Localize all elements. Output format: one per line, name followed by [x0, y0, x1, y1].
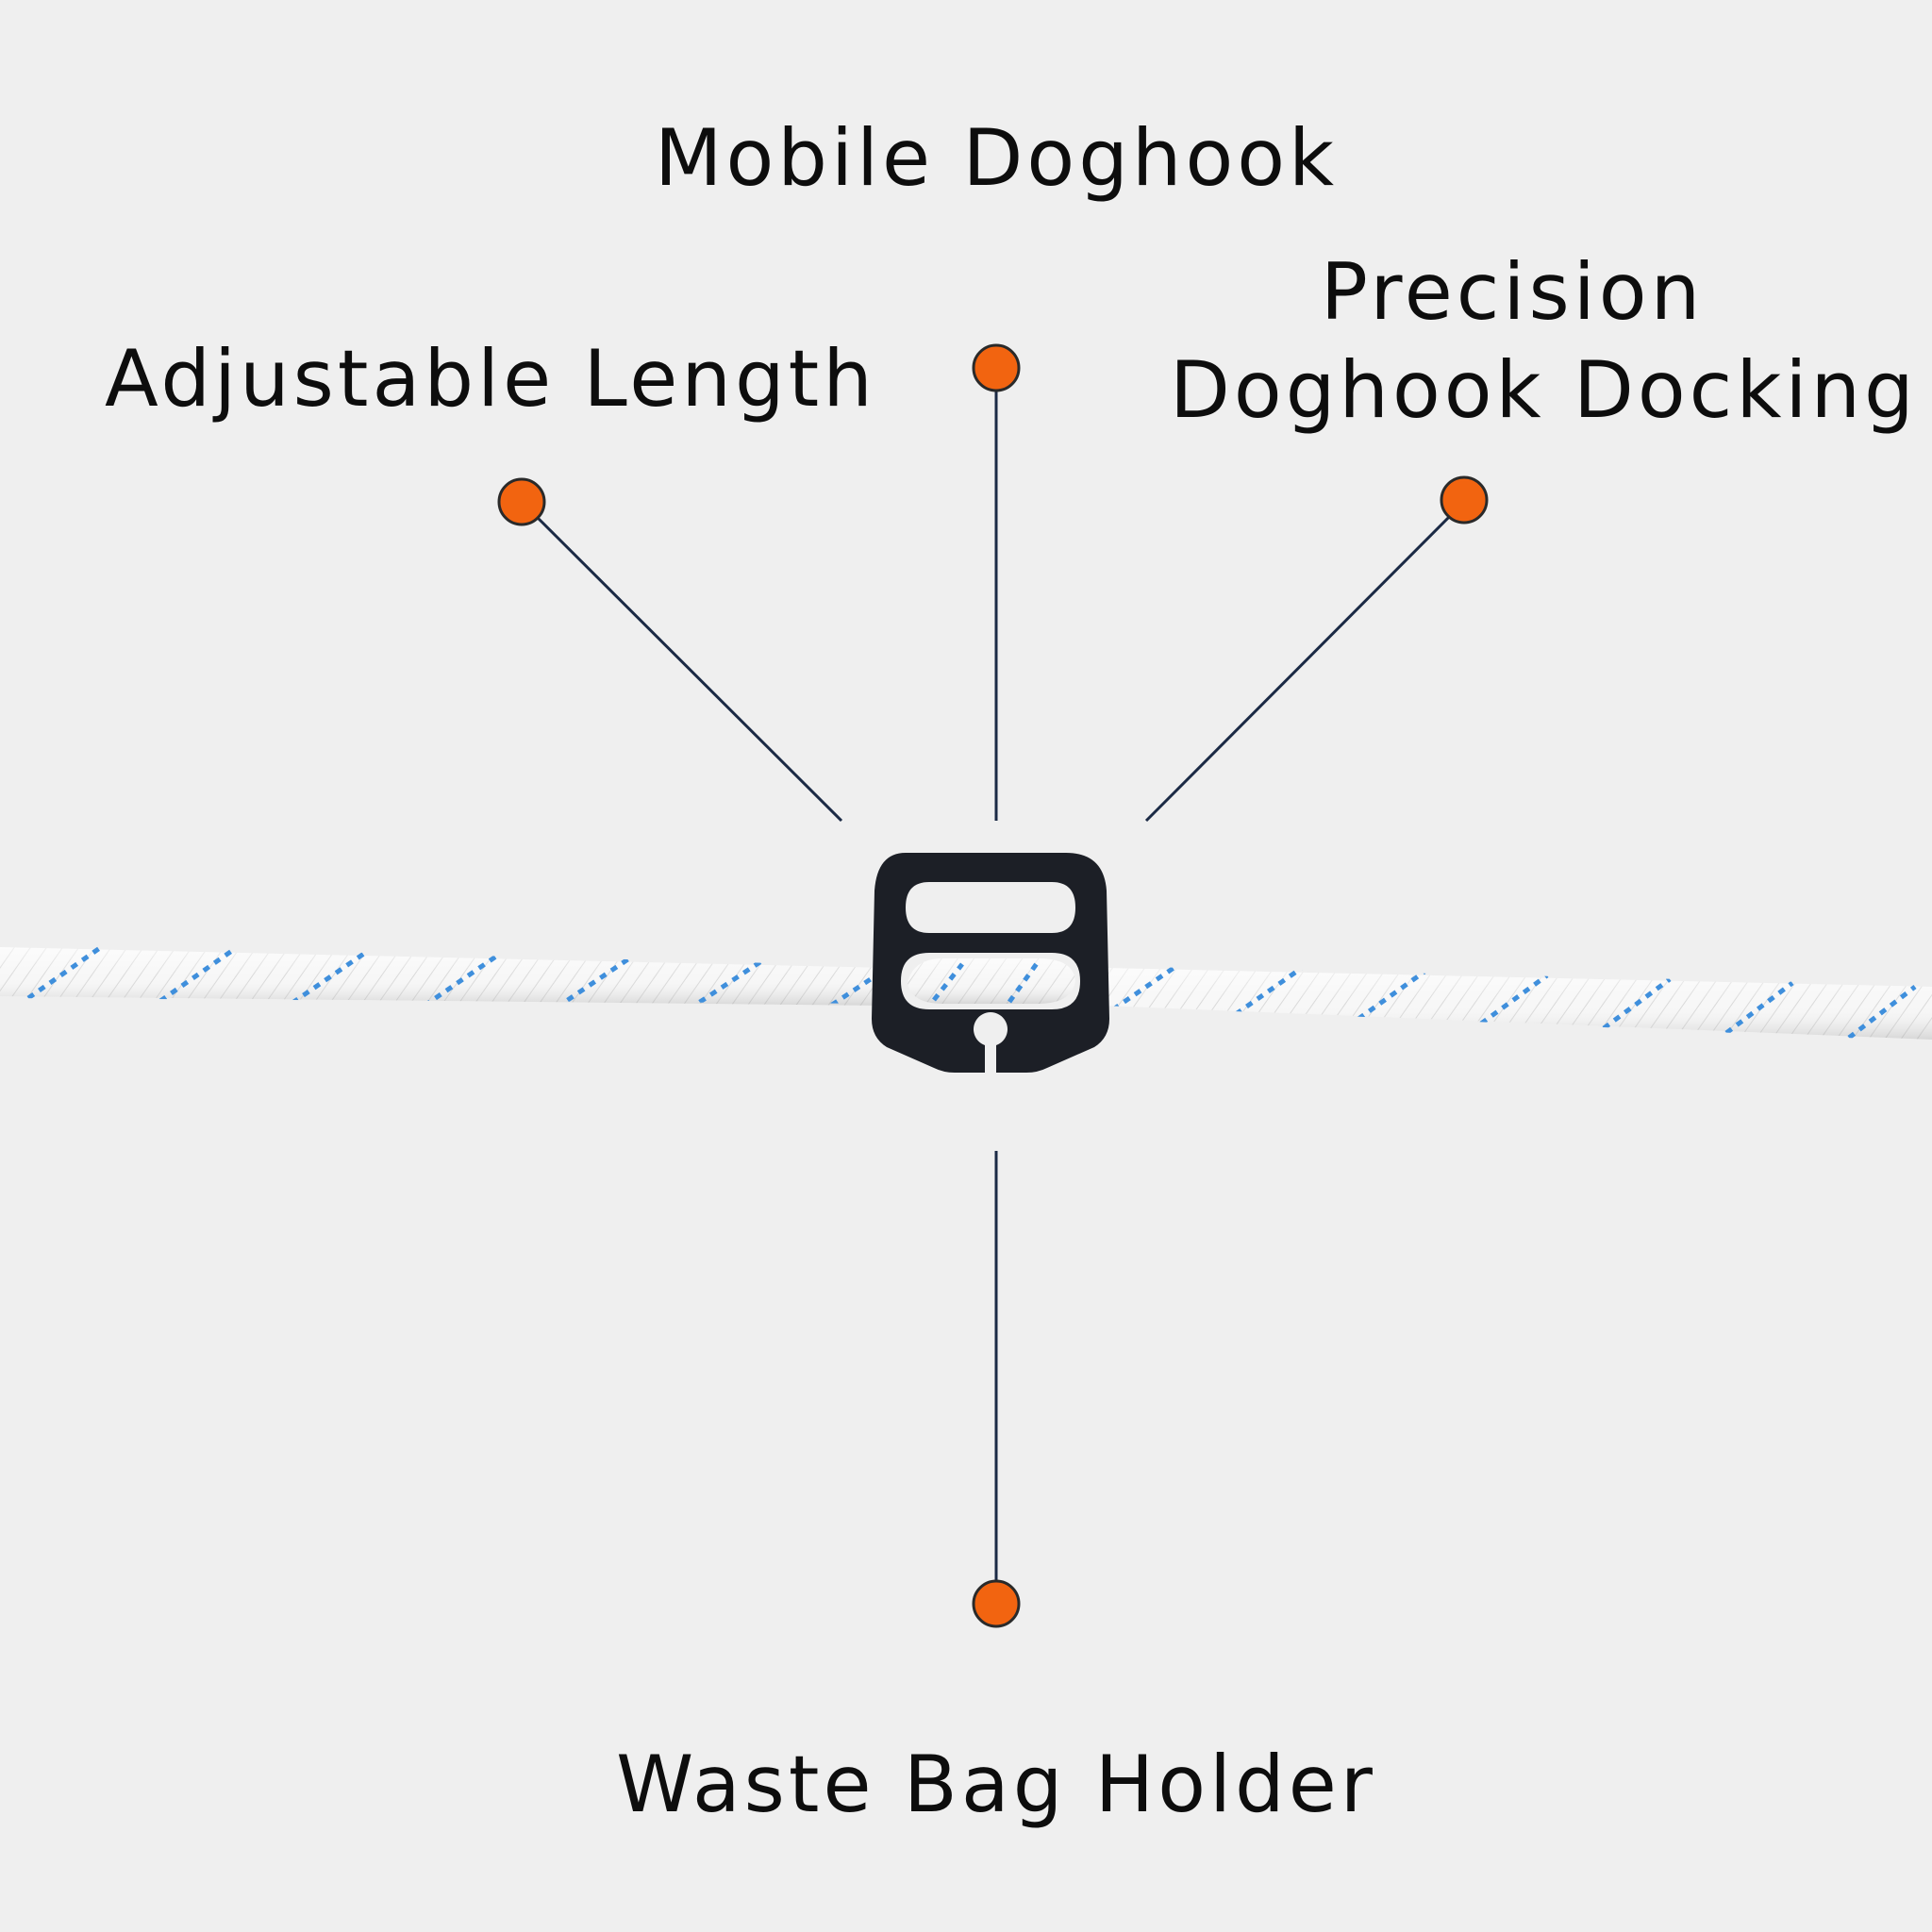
callout-dot-adjustable-length	[497, 477, 546, 526]
rope-right-segment	[1104, 966, 1932, 1040]
callout-dot-precision-docking	[1440, 475, 1489, 525]
callout-dot-waste-bag-holder	[972, 1579, 1021, 1628]
label-precision-docking: Precision Doghook Docking	[1170, 243, 1918, 440]
label-precision-docking-line1: Precision	[1320, 246, 1705, 338]
label-adjustable-length: Adjustable Length	[105, 333, 876, 425]
leader-line-adjustable-length	[520, 500, 843, 823]
label-mobile-doghook: Mobile Doghook	[654, 112, 1339, 204]
label-waste-bag-holder: Waste Bag Holder	[616, 1739, 1376, 1830]
rope	[0, 943, 1932, 1040]
callout-dot-mobile-doghook	[972, 343, 1021, 392]
callout-dots	[497, 343, 1489, 1628]
leader-line-precision-docking	[1144, 500, 1466, 823]
label-precision-docking-line2: Doghook Docking	[1170, 344, 1918, 436]
rope-left-segment	[0, 943, 887, 1006]
rope-clip-icon	[872, 853, 1109, 1073]
leader-lines	[520, 368, 1466, 1604]
